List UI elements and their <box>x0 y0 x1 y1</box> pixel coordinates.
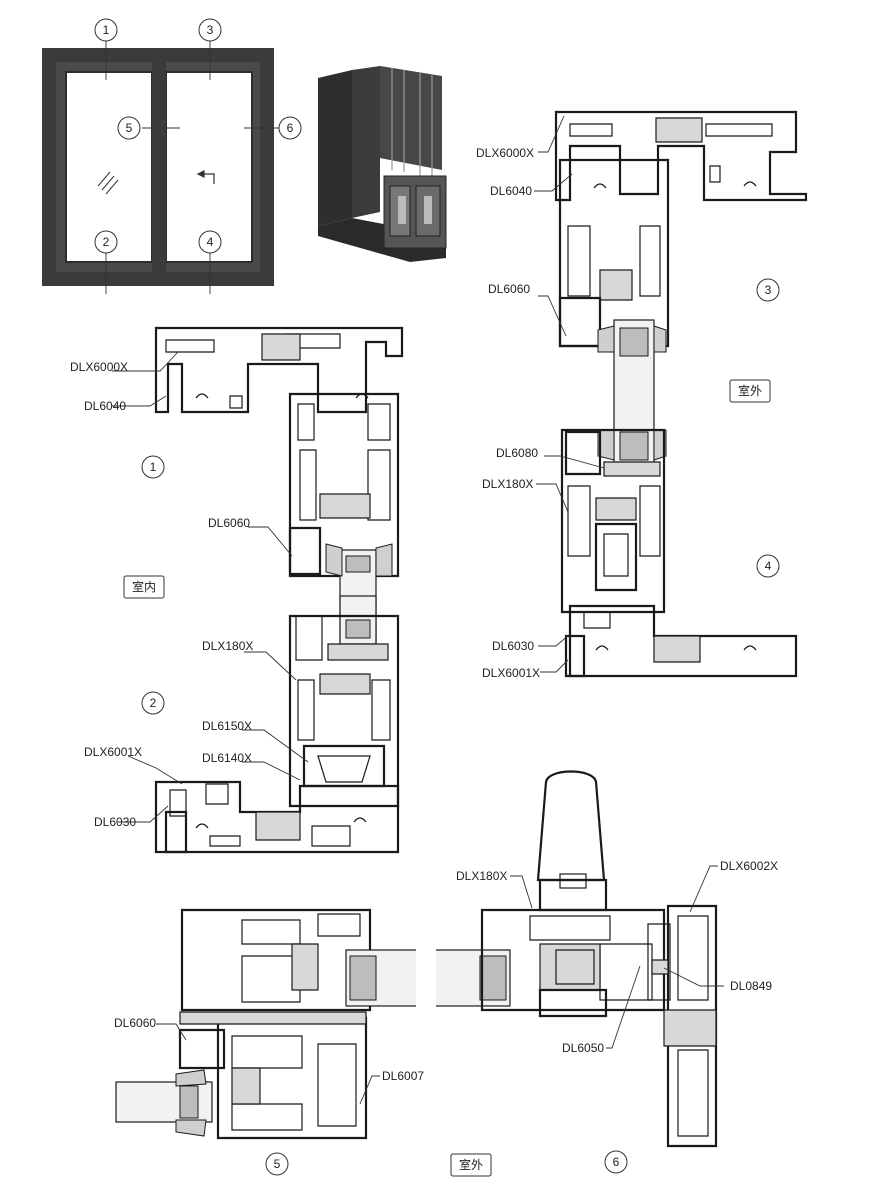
outdoor-tag-c: 室外 <box>459 1157 483 1172</box>
glass-hatch-icon <box>97 171 119 195</box>
marker-5: 5 <box>126 121 133 135</box>
marker-1: 1 <box>103 23 110 37</box>
section-b-leaders <box>534 115 605 673</box>
window-elevation: 1 3 2 4 5 6 <box>42 18 302 294</box>
section-a-leaders <box>112 351 309 823</box>
section-a-profiles <box>154 326 404 854</box>
marker-3: 3 <box>207 23 214 37</box>
label-dl6030-b: DL6030 <box>492 639 534 653</box>
section-a-markers: 1 2 室内 <box>123 455 165 715</box>
indoor-tag: 室内 <box>132 579 156 594</box>
left-sash-glass <box>65 71 153 263</box>
section-cut-lines <box>105 40 280 294</box>
label-dl6060-a: DL6060 <box>208 516 250 530</box>
section-c-labels: DLX180X DLX6002X DL0849 DL6050 DL6060 DL… <box>114 859 778 1083</box>
label-dl6007-c: DL6007 <box>382 1069 424 1083</box>
label-dl6140x-a: DL6140X <box>202 751 252 765</box>
label-dl6080-b: DL6080 <box>496 446 538 460</box>
corner-3d-render <box>318 66 447 262</box>
label-dl6060-c: DL6060 <box>114 1016 156 1030</box>
section-marker-2: 2 <box>150 696 157 710</box>
marker-4: 4 <box>207 235 214 249</box>
label-dlx6000x-b: DLX6000X <box>476 146 534 160</box>
label-dl6050-c: DL6050 <box>562 1041 604 1055</box>
label-dlx180x-c: DLX180X <box>456 869 507 883</box>
label-dl6060-b: DL6060 <box>488 282 530 296</box>
section-a-labels: DLX6000X DL6040 DL6060 DLX180X DL6150X D… <box>70 360 253 829</box>
section-marker-4: 4 <box>765 559 772 573</box>
section-marker-3: 3 <box>765 283 772 297</box>
section-marker-6: 6 <box>613 1155 620 1169</box>
label-dl6150x-a: DL6150X <box>202 719 252 733</box>
label-dl6040-b: DL6040 <box>490 184 532 198</box>
label-dl6040-a: DL6040 <box>84 399 126 413</box>
marker-2: 2 <box>103 235 110 249</box>
label-dl0849-c: DL0849 <box>730 979 772 993</box>
elevation-markers: 1 3 2 4 5 6 <box>94 18 302 254</box>
section-c-markers: 5 6 室外 <box>265 1150 628 1177</box>
label-dlx180x-b: DLX180X <box>482 477 533 491</box>
label-dlx6001x-a: DLX6001X <box>84 745 142 759</box>
label-dlx6002x-c: DLX6002X <box>720 859 778 873</box>
marker-6: 6 <box>287 121 294 135</box>
label-dlx180x-a: DLX180X <box>202 639 253 653</box>
section-marker-1: 1 <box>150 460 157 474</box>
glass-break-gap <box>416 944 436 1012</box>
meeting-stile <box>152 62 166 272</box>
section-b-profiles <box>554 110 808 678</box>
section-c-leaders <box>156 865 724 1105</box>
section-c-profiles <box>115 770 718 1148</box>
label-dlx6001x-b: DLX6001X <box>482 666 540 680</box>
section-marker-5: 5 <box>274 1157 281 1171</box>
section-b-markers: 3 4 室外 <box>729 278 780 578</box>
label-dl6030-a: DL6030 <box>94 815 136 829</box>
section-b-labels: DLX6000X DL6040 DL6060 DL6080 DLX180X DL… <box>476 146 540 680</box>
outdoor-tag-b: 室外 <box>738 383 762 398</box>
slide-direction-arrow-icon <box>196 170 215 184</box>
label-dlx6000x-a: DLX6000X <box>70 360 128 374</box>
